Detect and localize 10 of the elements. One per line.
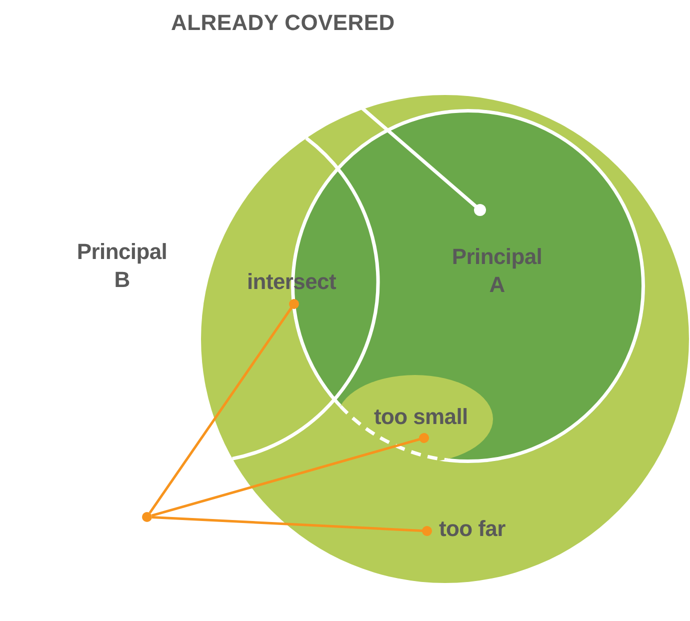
circle-label: Principal A xyxy=(452,243,542,299)
leader-line xyxy=(148,299,299,514)
region-label: intersect xyxy=(247,270,336,304)
leader-line xyxy=(151,433,429,517)
junction-dot xyxy=(142,512,152,522)
leader-line xyxy=(152,516,432,536)
circle-label: Principal B xyxy=(76,238,168,294)
diagram-title: ALREADY COVERED xyxy=(171,11,395,35)
coverage-circle xyxy=(201,95,689,583)
region-label: too far xyxy=(427,517,506,541)
